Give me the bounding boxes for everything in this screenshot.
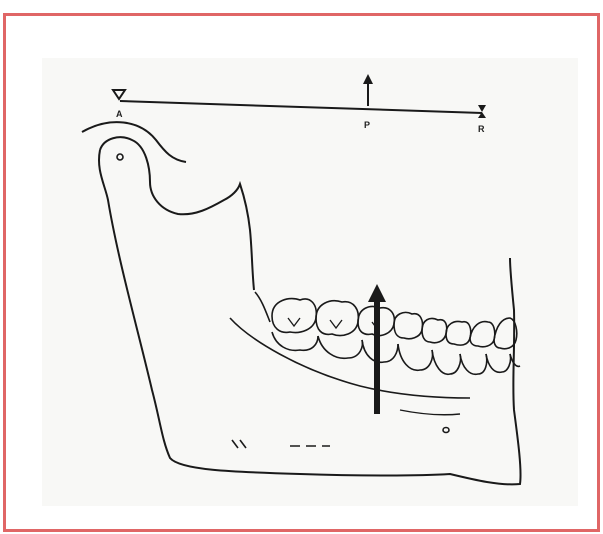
point-r-label: R (478, 124, 485, 134)
force-arrowhead (368, 284, 386, 302)
upper-teeth (272, 299, 517, 349)
mandible-outline (99, 150, 521, 484)
point-p-label: P (364, 120, 370, 130)
point-a-label: A (116, 109, 123, 119)
alveolar-line (400, 410, 460, 415)
point-a-marker (113, 90, 125, 99)
lower-border-marks (232, 440, 246, 448)
mental-foramen (443, 428, 449, 433)
condyle-dot (117, 154, 123, 160)
tooth-details (288, 318, 378, 330)
point-r-marker (478, 105, 486, 112)
point-p-arrowhead (363, 74, 373, 84)
reference-line (120, 101, 482, 113)
oblique-ridge (255, 292, 270, 322)
